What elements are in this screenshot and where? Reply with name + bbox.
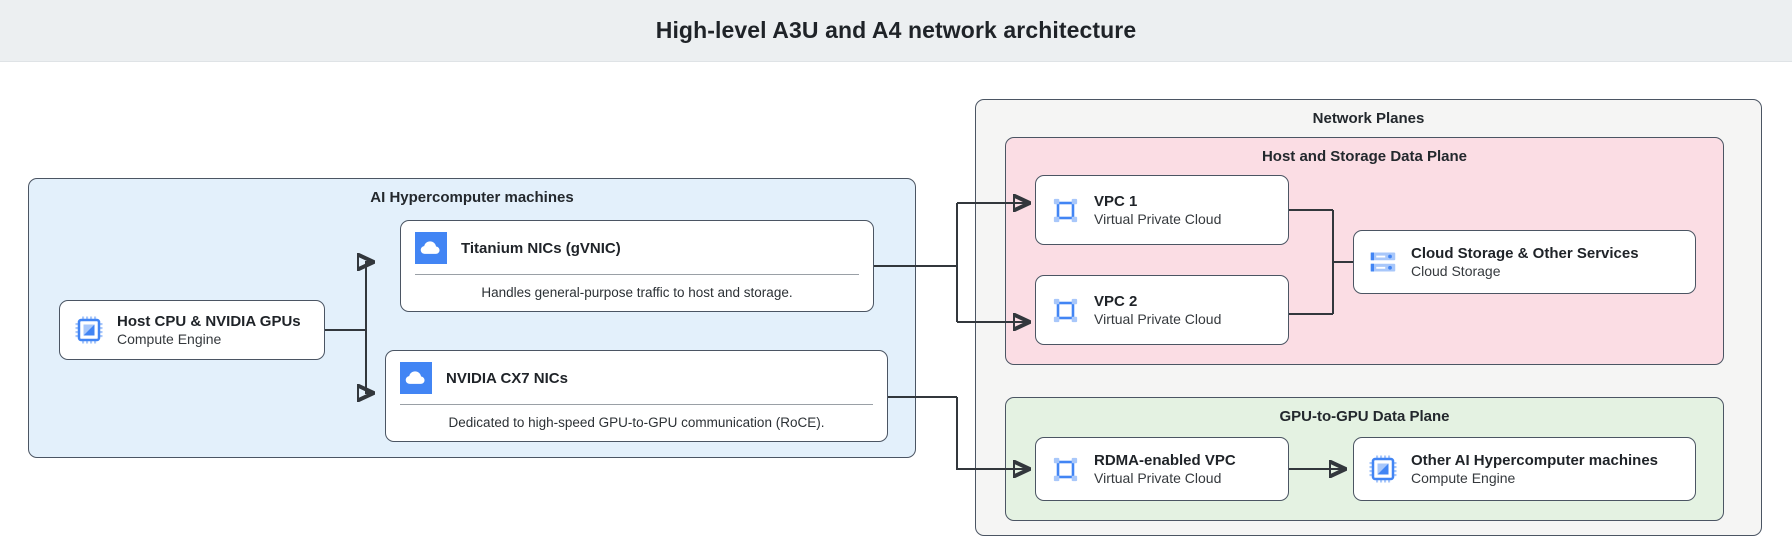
node-vpc-2[interactable]: VPC 2 Virtual Private Cloud [1035, 275, 1289, 345]
node-subtitle: Cloud Storage [1411, 263, 1501, 279]
node-title: Cloud Storage & Other Services [1411, 245, 1639, 262]
divider [415, 274, 859, 276]
node-title: Host CPU & NVIDIA GPUs [117, 313, 301, 330]
node-rdma-enabled-vpc[interactable]: RDMA-enabled VPC Virtual Private Cloud [1035, 437, 1289, 501]
page-header: High-level A3U and A4 network architectu… [0, 0, 1792, 62]
node-host-cpu-nvidia-gpus[interactable]: Host CPU & NVIDIA GPUs Compute Engine [59, 300, 325, 360]
storage-server-icon [1370, 252, 1396, 272]
node-header: NVIDIA CX7 NICs [386, 351, 887, 404]
node-title: Other AI Hypercomputer machines [1411, 452, 1659, 469]
node-header: Titanium NICs (gVNIC) [401, 221, 873, 274]
node-subtitle: Virtual Private Cloud [1094, 311, 1222, 327]
node-title: RDMA-enabled VPC [1094, 452, 1236, 469]
vpc-icon [1053, 457, 1078, 481]
node-subtitle: Virtual Private Cloud [1094, 470, 1222, 486]
page-title: High-level A3U and A4 network architectu… [655, 17, 1137, 43]
node-subtitle: Virtual Private Cloud [1094, 211, 1222, 227]
vpc-icon [1053, 198, 1078, 222]
node-titanium-nics[interactable]: Titanium NICs (gVNIC) Handles general-pu… [400, 220, 874, 312]
node-title: VPC 2 [1094, 293, 1138, 310]
node-subtitle: Compute Engine [1411, 470, 1516, 486]
vpc-icon [1053, 298, 1078, 322]
node-title: Titanium NICs (gVNIC) [461, 239, 621, 257]
node-cloud-storage-and-other-services[interactable]: Cloud Storage & Other Services Cloud Sto… [1353, 230, 1696, 294]
node-vpc-1[interactable]: VPC 1 Virtual Private Cloud [1035, 175, 1289, 245]
group-label-gpu-to-gpu-data-plane: GPU-to-GPU Data Plane [1279, 408, 1450, 425]
node-description: Handles general-purpose traffic to host … [481, 284, 793, 300]
cloud-icon [415, 232, 447, 264]
divider [400, 404, 873, 406]
cpu-chip-icon [75, 316, 103, 344]
node-title: VPC 1 [1094, 193, 1138, 210]
node-title: NVIDIA CX7 NICs [446, 369, 568, 387]
node-subtitle: Compute Engine [117, 331, 222, 347]
node-description: Dedicated to high-speed GPU-to-GPU commu… [448, 414, 825, 430]
node-nvidia-cx7-nics[interactable]: NVIDIA CX7 NICs Dedicated to high-speed … [385, 350, 888, 442]
group-label-host-and-storage-data-plane: Host and Storage Data Plane [1261, 148, 1468, 165]
node-other-ai-hypercomputer-machines[interactable]: Other AI Hypercomputer machines Compute … [1353, 437, 1696, 501]
group-label-network-planes: Network Planes [1312, 110, 1425, 127]
cloud-icon [400, 362, 432, 394]
cpu-chip-icon [1369, 455, 1397, 483]
group-label-ai-hypercomputer-machines: AI Hypercomputer machines [370, 189, 574, 206]
